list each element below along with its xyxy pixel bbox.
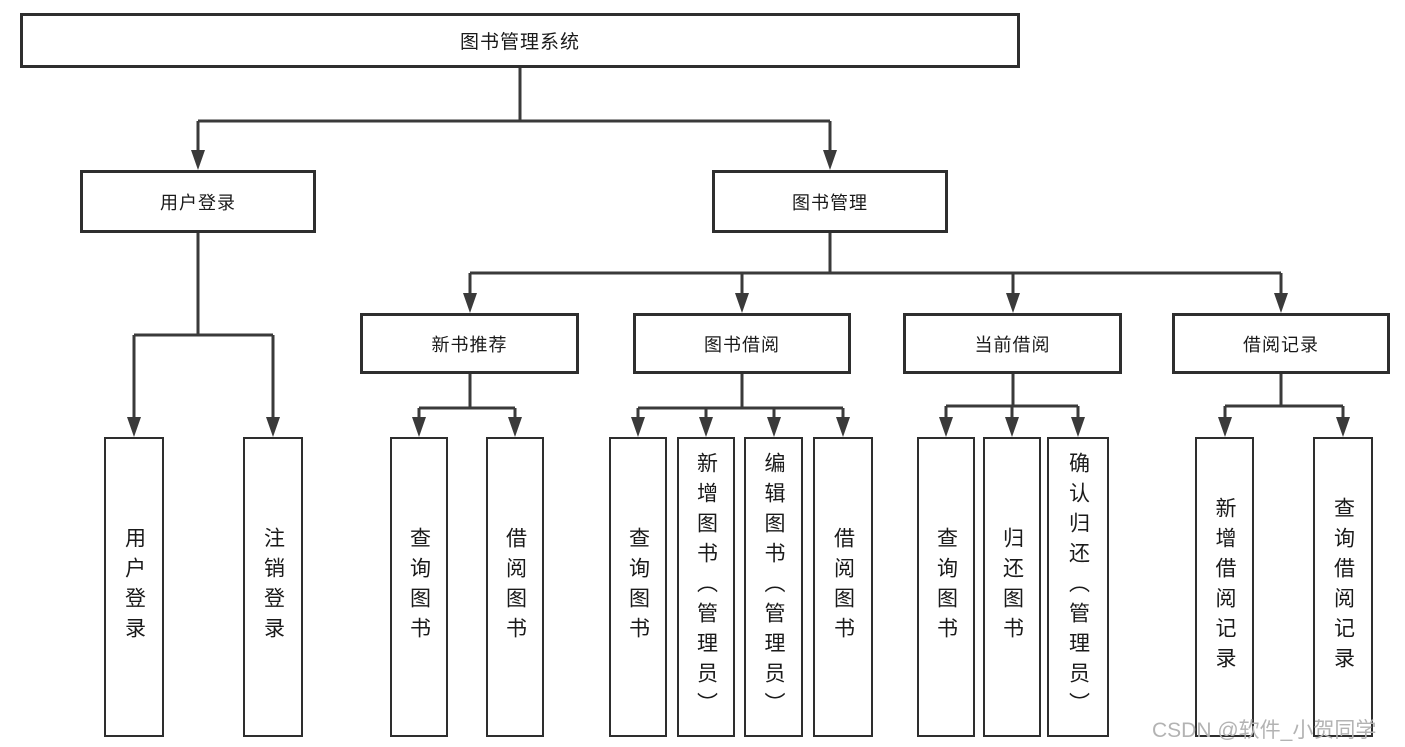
node-library-management-system: 图书管理系统: [20, 13, 1020, 68]
connector-recommend-children: [412, 374, 522, 437]
node-label: 编辑图书（管理员）: [762, 452, 785, 722]
node-label: 查询图书: [934, 527, 958, 647]
node-new-book-recommend: 新书推荐: [360, 313, 579, 374]
node-book-management: 图书管理: [712, 170, 948, 233]
node-label: 查询图书: [626, 527, 650, 647]
node-query-book-leaf: 查询图书: [609, 437, 667, 737]
node-label: 当前借阅: [974, 334, 1051, 355]
node-label: 新增借阅记录: [1213, 497, 1236, 677]
node-borrow-book-leaf: 借阅图书: [813, 437, 873, 737]
node-label: 查询借阅记录: [1331, 497, 1355, 677]
node-confirm-return-admin-leaf: 确认归还（管理员）: [1047, 437, 1109, 737]
node-label: 注销登录: [261, 527, 285, 647]
node-query-book-leaf: 查询图书: [390, 437, 448, 737]
node-book-borrow: 图书借阅: [633, 313, 851, 374]
node-label: 图书管理: [792, 192, 868, 213]
node-return-book-leaf: 归还图书: [983, 437, 1041, 737]
node-current-borrow: 当前借阅: [903, 313, 1122, 374]
node-label: 新书推荐: [431, 334, 508, 355]
node-label: 图书借阅: [704, 334, 780, 355]
node-label: 图书管理系统: [459, 32, 580, 53]
node-user-login-leaf: 用户登录: [104, 437, 164, 737]
node-add-book-admin-leaf: 新增图书（管理员）: [677, 437, 735, 737]
connector-user-login-children: [127, 233, 280, 437]
node-label: 确认归还（管理员）: [1066, 452, 1090, 722]
node-query-borrow-record-leaf: 查询借阅记录: [1313, 437, 1373, 737]
node-label: 借阅图书: [503, 527, 527, 647]
connector-book-management-children: [463, 233, 1288, 313]
node-label: 用户登录: [160, 192, 236, 213]
node-query-book-leaf: 查询图书: [917, 437, 975, 737]
csdn-watermark: CSDN @软件_小贺同学: [1152, 719, 1377, 742]
node-label: 新增图书（管理员）: [694, 452, 718, 722]
connector-borrow-records-children: [1218, 374, 1350, 437]
connector-root-to-level2: [191, 67, 837, 170]
node-label: 借阅图书: [831, 527, 855, 647]
node-user-login: 用户登录: [80, 170, 316, 233]
node-add-borrow-record-leaf: 新增借阅记录: [1195, 437, 1254, 737]
connector-current-borrow-children: [939, 374, 1085, 437]
node-borrow-book-leaf: 借阅图书: [486, 437, 544, 737]
node-label: 查询图书: [407, 527, 431, 647]
node-label: 用户登录: [122, 527, 146, 647]
node-borrow-records: 借阅记录: [1172, 313, 1390, 374]
node-label: 借阅记录: [1243, 334, 1319, 355]
node-edit-book-admin-leaf: 编辑图书（管理员）: [744, 437, 803, 737]
connector-borrow-children: [631, 374, 850, 437]
node-label: 归还图书: [1000, 527, 1024, 647]
node-logout-leaf: 注销登录: [243, 437, 303, 737]
